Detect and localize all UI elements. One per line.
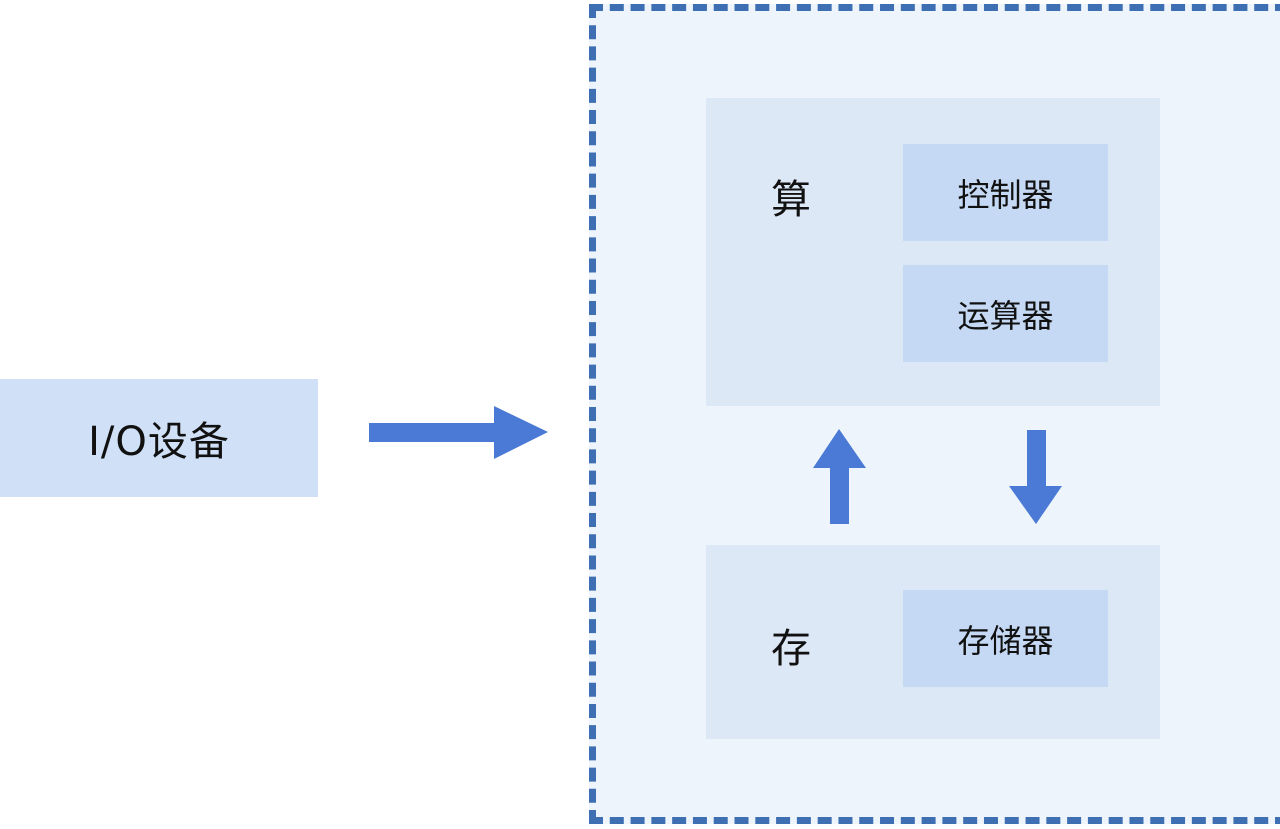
memory-unit: 存储器 <box>903 590 1108 687</box>
memory-label: 存储器 <box>957 621 1054 660</box>
alu-unit: 运算器 <box>903 265 1108 362</box>
io-device-label: I/O设备 <box>88 419 230 465</box>
io-device-box: I/O设备 <box>0 379 318 497</box>
compute-group-label: 算 <box>771 177 811 223</box>
storage-group-label: 存 <box>771 626 811 672</box>
io-to-computer-arrow <box>369 406 548 459</box>
controller-label: 控制器 <box>957 175 1054 214</box>
alu-label: 运算器 <box>957 296 1054 335</box>
controller-unit: 控制器 <box>903 144 1108 241</box>
